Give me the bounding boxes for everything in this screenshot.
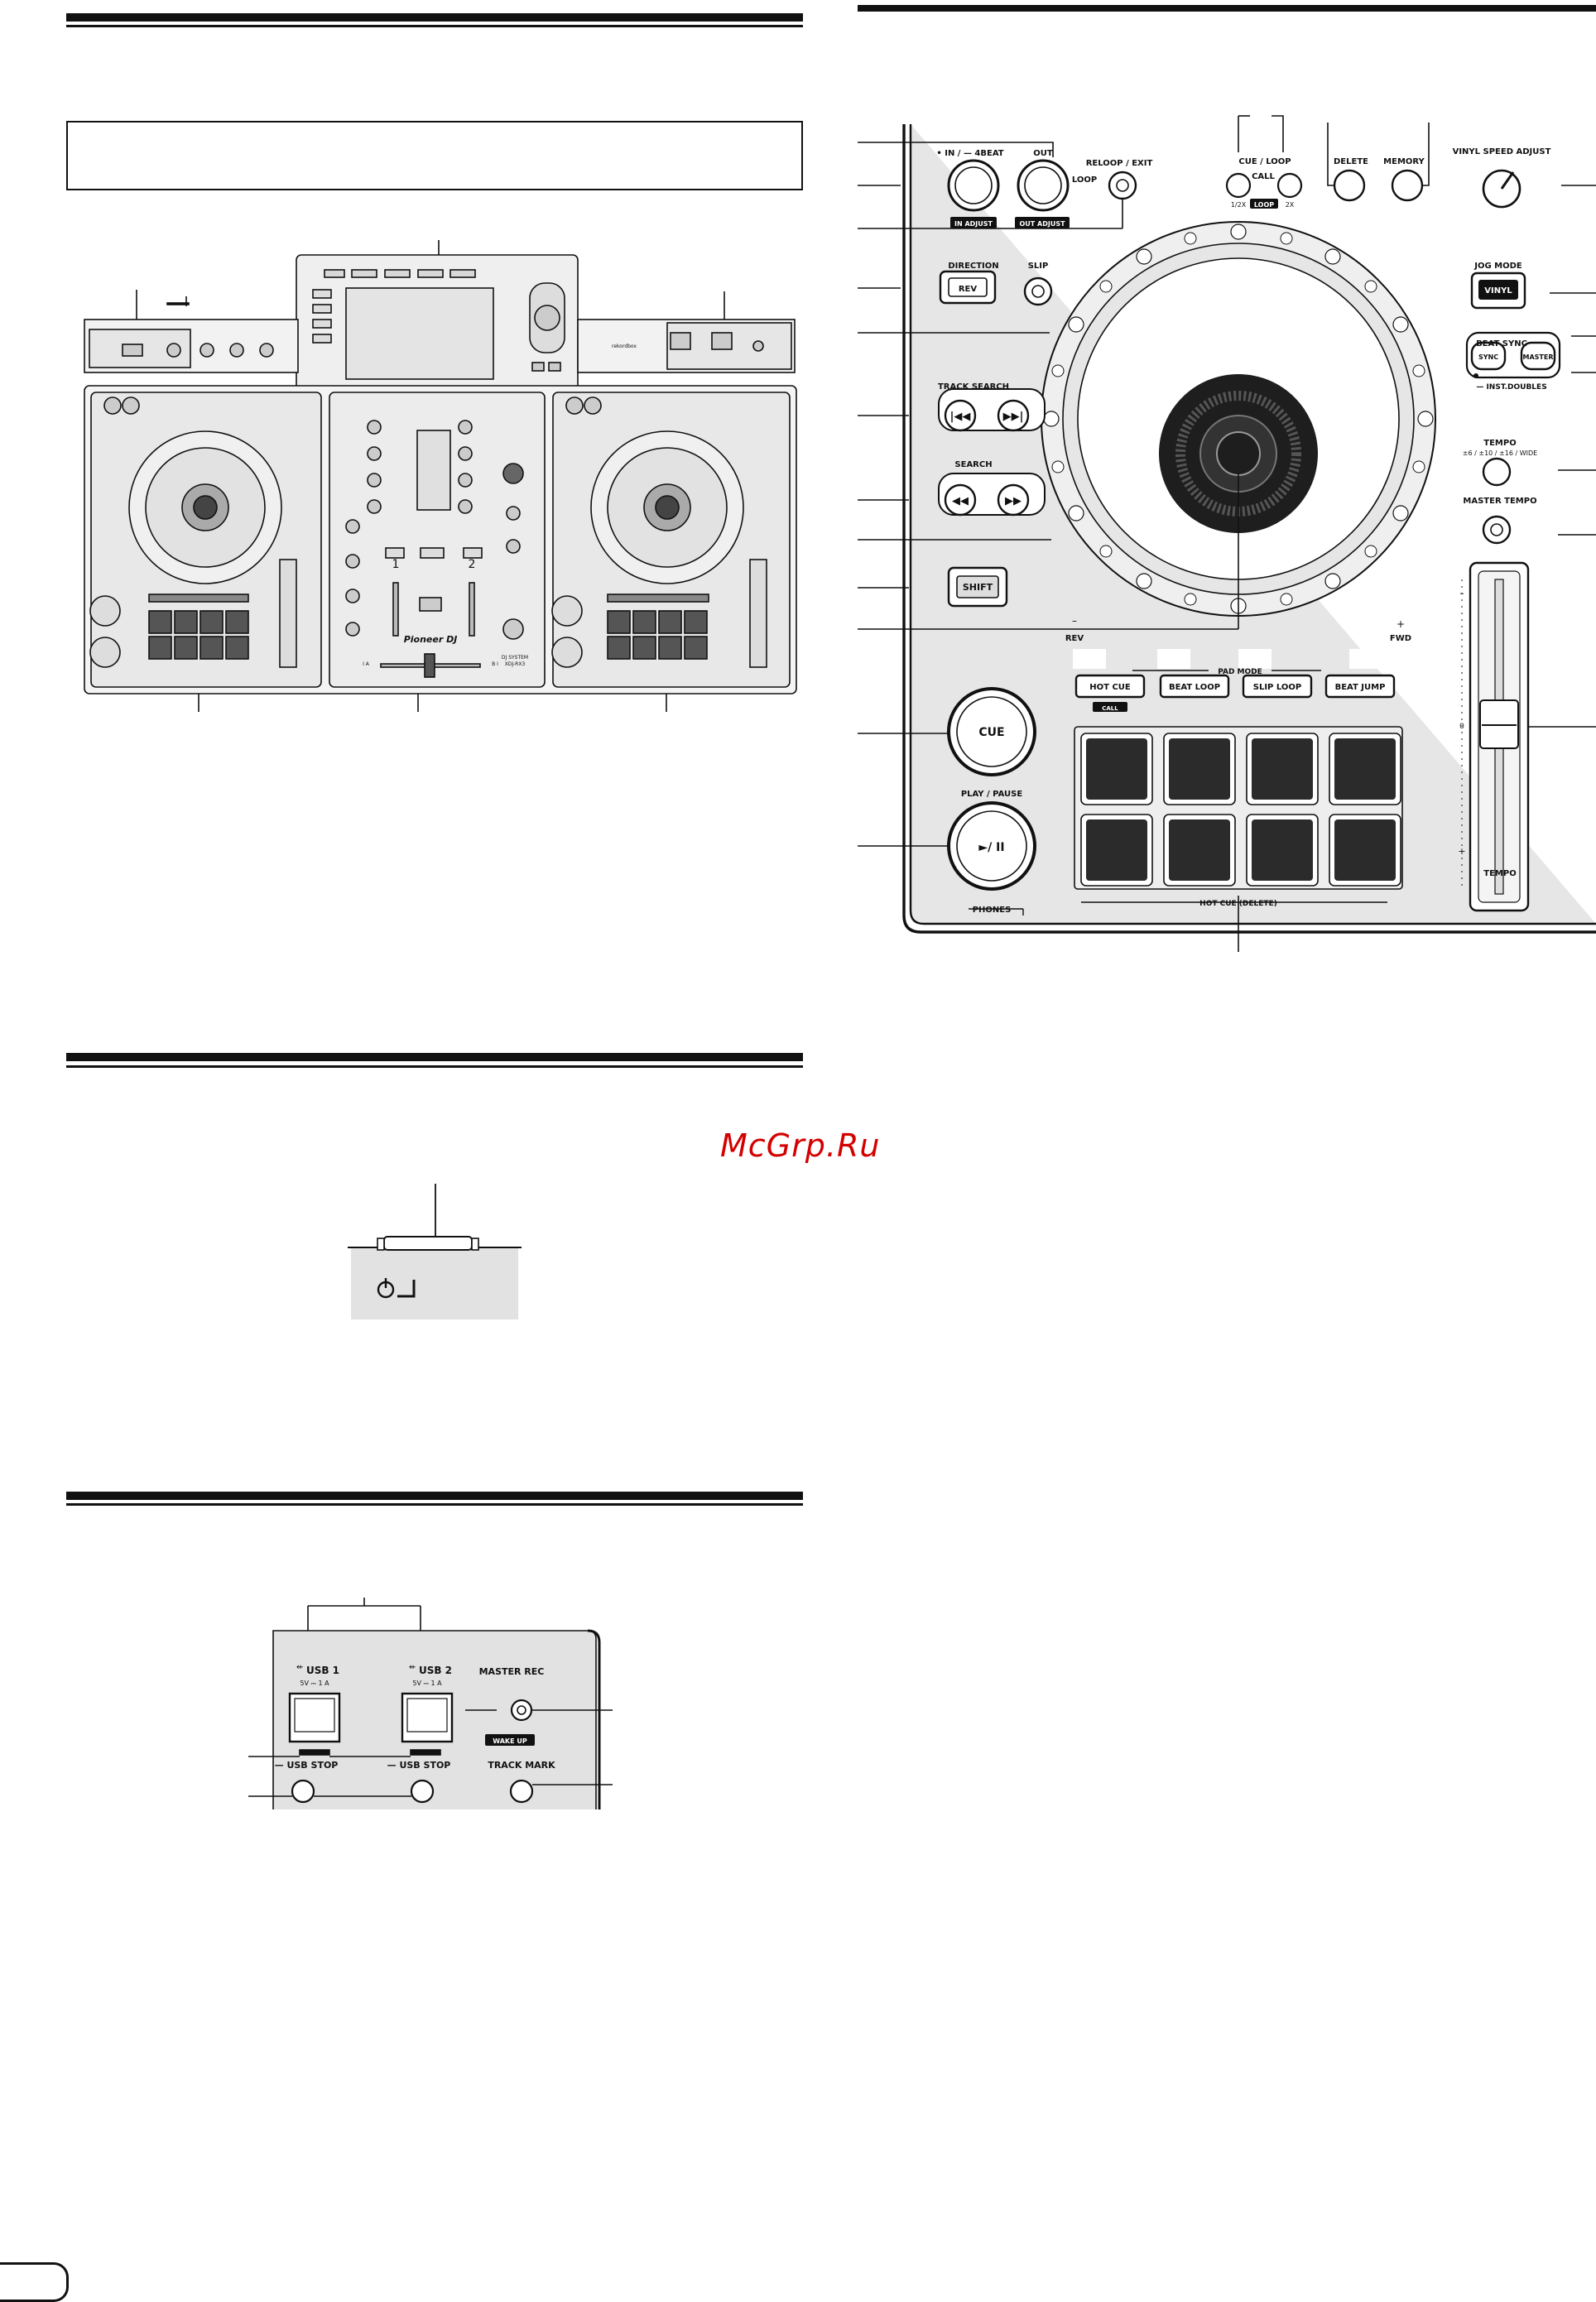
usb-stop1-label: — USB STOP <box>275 1760 339 1771</box>
fast-forward-icon: ▶▶ <box>1005 495 1022 507</box>
out-adjust-label: OUT ADJUST <box>1019 220 1065 228</box>
pad-mode-label: PAD MODE <box>1218 668 1262 676</box>
wake-up-label: WAKE UP <box>493 1737 527 1745</box>
cue-loop-label: CUE / LOOP <box>1238 157 1291 166</box>
model-text: XDJ-RX3 <box>505 661 526 667</box>
usb2-icon: ⇷ <box>409 1663 416 1672</box>
call-label: CALL <box>1252 172 1275 181</box>
watermark-text: McGrp.Ru <box>720 1127 881 1164</box>
play-pause-symbol: ►/ II <box>978 841 1004 854</box>
in-adjust-label: IN ADJUST <box>954 220 993 228</box>
section2-rule-thick <box>66 1053 803 1061</box>
deck-detail-diagram: |◀◀ ▶▶| ◀◀ ▶▶ <box>858 115 1596 952</box>
usb1-rating: 5V ⎓ 1 A <box>300 1680 329 1687</box>
direction-label: DIRECTION <box>948 262 998 271</box>
header-rule-top-thick <box>66 13 803 22</box>
crossfader-b-label: B I <box>492 661 498 667</box>
crossfader-a-label: I A <box>363 661 370 667</box>
track-search-label: TRACK SEARCH <box>938 382 1009 392</box>
mixer-ch1-label: 1 <box>392 558 400 571</box>
page-number-tab <box>0 2262 69 2302</box>
minus-dir-label: – <box>1072 615 1077 627</box>
rev-direction-label: REV <box>1065 634 1084 643</box>
inst-doubles-label: — INST.DOUBLES <box>1476 383 1546 392</box>
brand-logo-text: Pioneer DJ <box>404 634 458 645</box>
usb2-rating: 5V ⎓ 1 A <box>412 1680 442 1687</box>
track-mark-label: TRACK MARK <box>488 1760 555 1771</box>
memory-label: MEMORY <box>1383 157 1425 166</box>
master-button-label: MASTER <box>1523 353 1554 361</box>
section3-rule-thin <box>66 1503 803 1506</box>
note-box <box>66 121 803 190</box>
loop-badge-label: LOOP <box>1254 201 1274 209</box>
fwd-direction-label: FWD <box>1390 634 1411 643</box>
out-label: OUT <box>1033 149 1053 158</box>
play-pause-label: PLAY / PAUSE <box>961 790 1023 799</box>
tempo-slider-label: TEMPO <box>1483 869 1516 878</box>
hot-cue-label: HOT CUE <box>1089 683 1131 692</box>
search-label: SEARCH <box>954 460 992 469</box>
header-rule-top-thin <box>66 25 803 27</box>
master-rec-label: MASTER REC <box>479 1666 545 1677</box>
slip-label: SLIP <box>1028 262 1049 271</box>
half-x-label: 1/2X <box>1231 201 1247 209</box>
phones-label: PHONES <box>973 906 1012 915</box>
performance-pads <box>1086 738 1396 881</box>
sync-button-label: SYNC <box>1478 353 1498 361</box>
section3-rule-thick <box>66 1492 803 1500</box>
tempo-range-label: ±6 / ±10 / ±16 / WIDE <box>1463 449 1537 457</box>
call-small-label: CALL <box>1102 705 1118 712</box>
loop-label: LOOP <box>1072 175 1097 185</box>
prev-track-icon: |◀◀ <box>950 411 971 423</box>
loop-in-label: • IN / — 4BEAT <box>936 149 1003 158</box>
beat-sync-label: BEAT SYNC <box>1476 339 1527 348</box>
shift-label: SHIFT <box>963 582 993 593</box>
rev-button-label: REV <box>959 285 978 294</box>
mixer-ch2-label: 2 <box>469 558 476 571</box>
cue-label: CUE <box>978 726 1004 739</box>
beat-loop-label: BEAT LOOP <box>1169 683 1220 692</box>
usb1-icon: ⇷ <box>296 1663 303 1672</box>
reloop-exit-label: RELOOP / EXIT <box>1086 159 1153 168</box>
unit-overview-diagram: 1 2 Pioneer DJ DJ SYSTEM XDJ-RX3 rekordb… <box>84 240 797 712</box>
slip-loop-label: SLIP LOOP <box>1253 683 1301 692</box>
jog-mode-label: JOG MODE <box>1473 262 1522 271</box>
delete-label: DELETE <box>1334 157 1368 166</box>
usb-stop2-label: — USB STOP <box>387 1760 451 1771</box>
usb2-label: USB 2 <box>419 1665 452 1676</box>
system-text: DJ SYSTEM <box>502 655 528 661</box>
section2-rule-thin <box>66 1065 803 1068</box>
vinyl-button-label: VINYL <box>1484 286 1512 296</box>
tempo-zero-label: 0 <box>1459 723 1464 731</box>
master-tempo-label: MASTER TEMPO <box>1463 497 1536 506</box>
vinyl-speed-adjust-label: VINYL SPEED ADJUST <box>1453 147 1551 156</box>
tempo-button-label: TEMPO <box>1483 439 1516 448</box>
usb1-label: USB 1 <box>306 1665 339 1676</box>
tempo-minus-label: – <box>1459 588 1464 598</box>
next-track-icon: ▶▶| <box>1003 411 1024 423</box>
hot-cue-delete-label: HOT CUE (DELETE) <box>1199 900 1277 908</box>
usb-panel-diagram: USB 1 5V ⎓ 1 A USB 2 5V ⎓ 1 A MASTER REC… <box>248 1598 613 1809</box>
power-switch-diagram <box>348 1184 522 1319</box>
right-header-rule <box>858 5 1596 12</box>
rewind-icon: ◀◀ <box>952 495 969 507</box>
plus-dir-label: + <box>1396 618 1405 630</box>
beat-jump-label: BEAT JUMP <box>1335 683 1386 692</box>
tempo-plus-label: + <box>1458 846 1465 857</box>
double-x-label: 2X <box>1286 201 1295 209</box>
rekordbox-text: rekordbox <box>612 344 637 349</box>
